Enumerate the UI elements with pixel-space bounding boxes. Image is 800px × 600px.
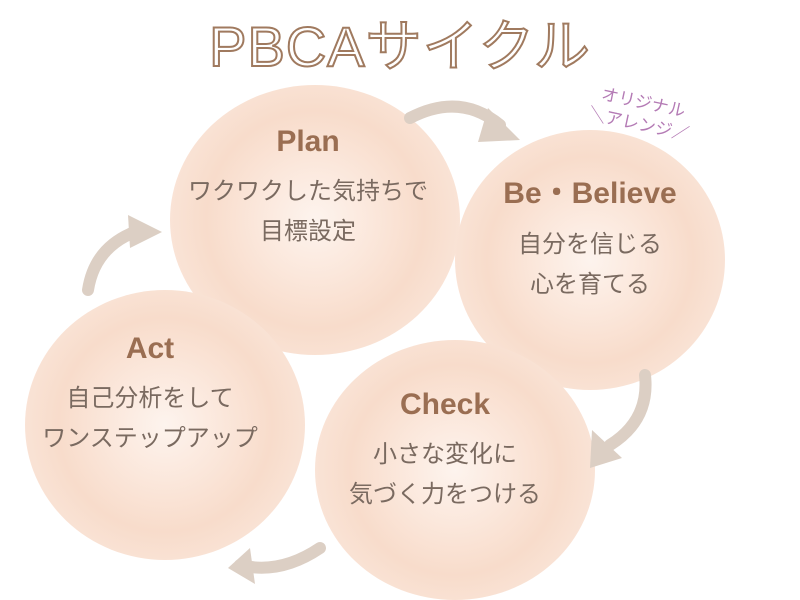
node-check: Check 小さな変化に気づく力をつける (285, 388, 605, 514)
node-act: Act 自己分析をしてワンステップアップ (0, 332, 310, 458)
node-text: ワクワクした気持ちで (188, 177, 428, 205)
node-text: 自己分析をして (66, 384, 234, 412)
arrow-believe-to-check (604, 369, 652, 451)
node-heading: Plan (276, 125, 340, 158)
node-text: 気づく力をつける (349, 480, 541, 508)
node-text: ワンステップアップ (42, 424, 258, 452)
page-title: PBCAサイクル (208, 14, 591, 79)
node-plan: Plan ワクワクした気持ちで目標設定 (148, 125, 468, 251)
node-heading: Act (125, 332, 175, 365)
node-heading: Check (399, 388, 491, 421)
node-text: 自分を信じる (518, 230, 662, 258)
act-circle (25, 290, 305, 560)
node-text: 目標設定 (260, 217, 356, 245)
node-text: 小さな変化に (373, 440, 517, 468)
check-circle (315, 340, 595, 600)
node-heading: Be・Believe (503, 177, 677, 210)
node-believe: Be・Believe 自分を信じる心を育てる (430, 168, 750, 304)
node-text: 心を育てる (530, 270, 650, 298)
